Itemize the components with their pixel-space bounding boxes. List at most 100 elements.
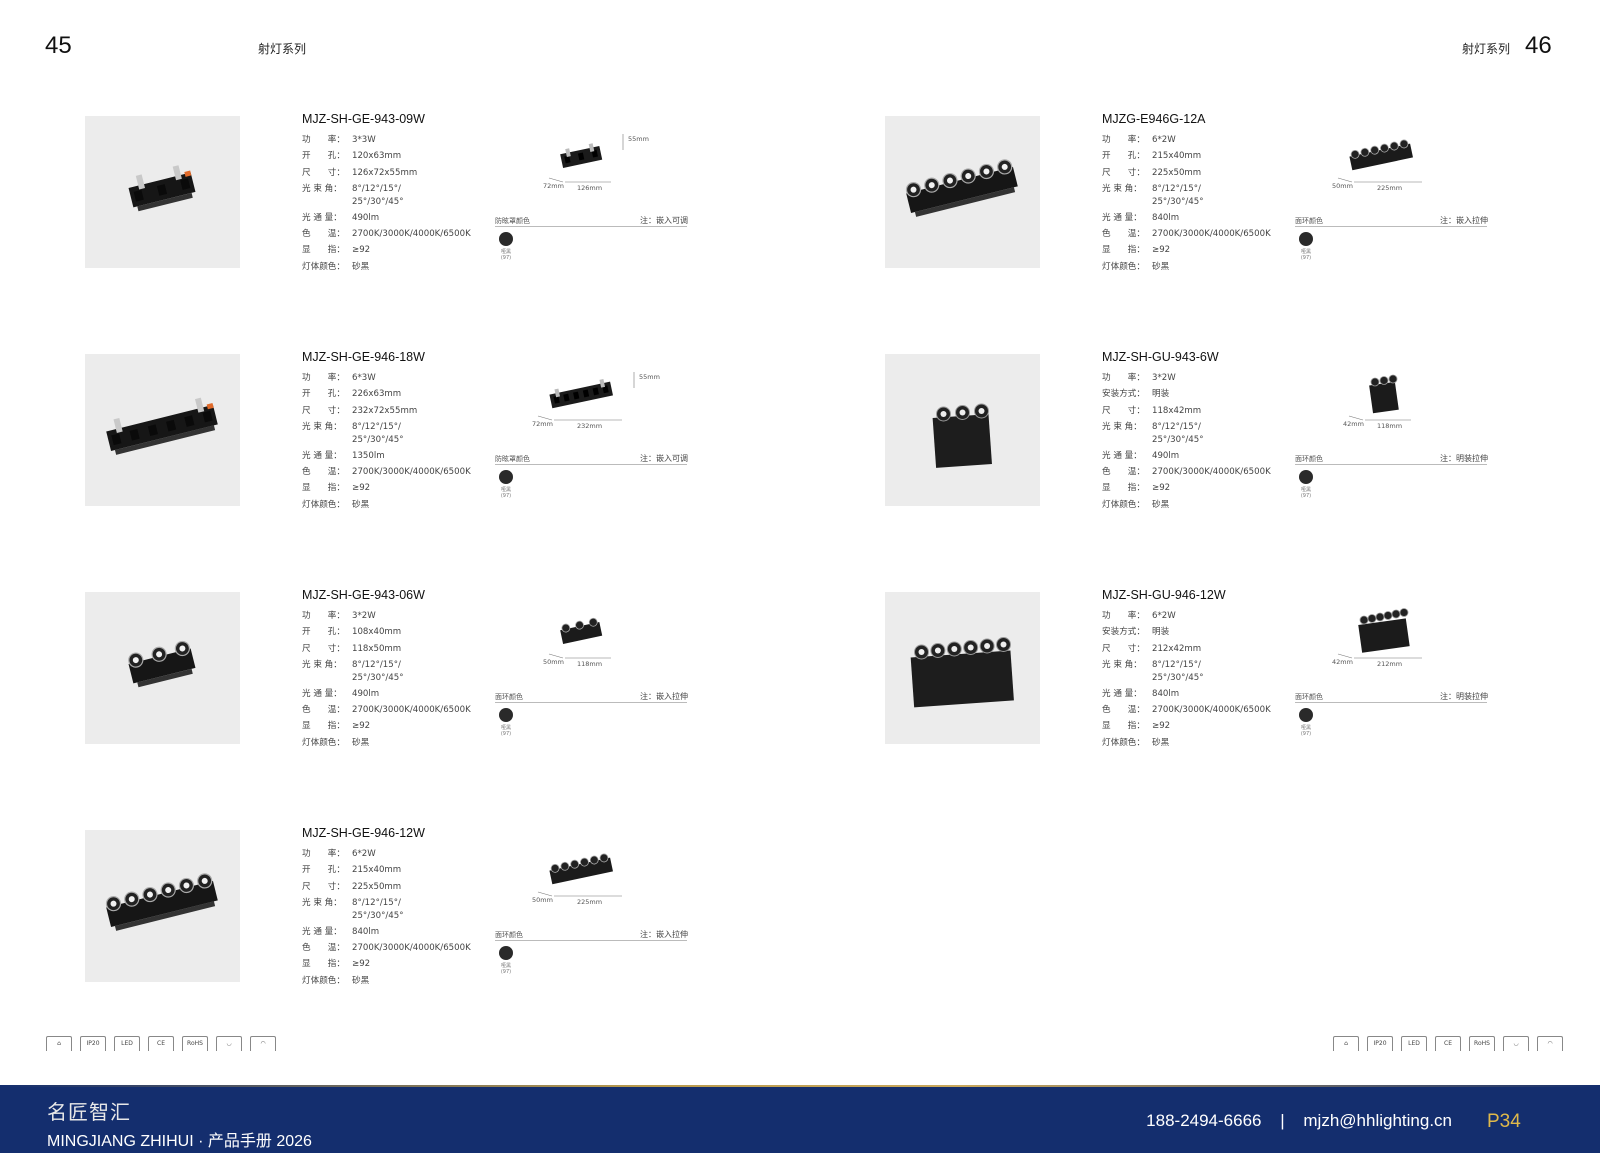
spec-label: 色 温： <box>1102 467 1145 478</box>
spec-list: 功 率： 3*2W 安装方式： 明装 尺 寸： 118x42mm 光 束 角： … <box>1102 370 1302 513</box>
spec-row: 光 束 角： 8°/12°/15°/ 25°/30°/45° <box>1102 657 1302 686</box>
spec-label: 显 指： <box>302 483 345 494</box>
spec-value: ≥92 <box>1152 245 1171 256</box>
spec-value: 118x50mm <box>352 643 402 654</box>
spec-row: 光 通 量： 840lm <box>1102 686 1302 702</box>
spec-label: 功 率： <box>302 373 345 383</box>
fixture-outline-icon <box>1369 381 1399 414</box>
spec-label: 色 温： <box>1102 705 1145 716</box>
spec-row: 开 孔： 108x40mm <box>302 624 502 640</box>
led-icon: LED <box>1401 1036 1427 1051</box>
spec-row: 显 指： ≥92 <box>302 956 502 972</box>
spec-row: 光 通 量： 490lm <box>1102 448 1302 464</box>
spec-value: 砂黑 <box>1152 737 1170 748</box>
spec-label: 灯体颜色： <box>302 261 345 272</box>
product-card: MJZ-SH-GU-943-6W 功 率： 3*2W 安装方式： 明装 尺 寸：… <box>885 350 1585 534</box>
spec-value: 490lm <box>352 212 380 223</box>
spec-value: 8°/12°/15°/ 25°/30°/45° <box>352 183 404 207</box>
brand-name-cn: 名匠智汇 <box>47 1100 131 1124</box>
product-model: MJZ-SH-GU-946-12W <box>1102 588 1226 602</box>
spec-value: 8°/12°/15°/ 25°/30°/45° <box>1152 421 1204 445</box>
footer-bar <box>0 1087 1600 1153</box>
footer-accent-line <box>0 1085 1600 1087</box>
spec-list: 功 率： 6*2W 开 孔： 215x40mm 尺 寸： 225x50mm 光 … <box>302 846 502 989</box>
spec-row: 光 通 量： 490lm <box>302 686 502 702</box>
contact-info: 188-2494-6666 | mjzh@hhlighting.cn <box>1146 1111 1452 1131</box>
dim-depth-label: 42mm <box>1332 658 1353 666</box>
spec-label: 尺 寸： <box>1102 405 1145 416</box>
spec-row: 光 通 量： 1350lm <box>302 448 502 464</box>
spec-list: 功 率： 6*2W 安装方式： 明装 尺 寸： 212x42mm 光 束 角： … <box>1102 608 1302 751</box>
product-model: MJZG-E946G-12A <box>1102 112 1206 126</box>
spec-row: 灯体颜色： 砂黑 <box>1102 497 1302 513</box>
spec-label: 光 束 角： <box>1102 659 1142 670</box>
spec-value: 6*2W <box>1152 611 1176 621</box>
spec-value: 120x63mm <box>352 151 402 162</box>
spec-row: 光 束 角： 8°/12°/15°/ 25°/30°/45° <box>302 657 502 686</box>
spec-row: 功 率： 3*2W <box>302 608 502 624</box>
spec-value: 2700K/3000K/4000K/6500K <box>1152 467 1271 478</box>
phone-number: 188-2494-6666 <box>1146 1111 1262 1130</box>
spec-row: 显 指： ≥92 <box>1102 242 1302 258</box>
spec-label: 色 温： <box>1102 229 1145 240</box>
spec-value: 118x42mm <box>1152 405 1202 416</box>
color-swatch <box>1299 708 1313 722</box>
spec-label: 光 通 量： <box>1102 212 1142 223</box>
spec-row: 尺 寸： 225x50mm <box>1102 165 1302 181</box>
spec-list: 功 率： 6*2W 开 孔： 215x40mm 尺 寸： 225x50mm 光 … <box>1102 132 1302 275</box>
right-series-title: 射灯系列 <box>1462 42 1511 56</box>
spec-value: 108x40mm <box>352 627 402 638</box>
install-note: 注：嵌入可调 <box>640 216 688 225</box>
spec-row: 色 温： 2700K/3000K/4000K/6500K <box>302 702 502 718</box>
spec-label: 功 率： <box>302 849 345 859</box>
right-page-number: 46 <box>1525 32 1552 59</box>
left-series-title: 射灯系列 <box>258 42 307 56</box>
product-photo <box>85 354 240 506</box>
spec-value: 8°/12°/15°/ 25°/30°/45° <box>1152 659 1204 683</box>
spec-row: 色 温： 2700K/3000K/4000K/6500K <box>1102 702 1302 718</box>
dimmer-icon: ◠ <box>1537 1036 1563 1051</box>
spec-row: 灯体颜色： 砂黑 <box>302 735 502 751</box>
swatch-label: 哑黑 (97) <box>1300 725 1312 737</box>
dim-length-label: 225mm <box>577 898 602 906</box>
spec-row: 光 束 角： 8°/12°/15°/ 25°/30°/45° <box>302 419 502 448</box>
spec-row: 灯体颜色： 砂黑 <box>302 259 502 275</box>
brand-name-en: MINGJIANG ZHIHUI · 产品手册 2026 <box>47 1133 312 1150</box>
spec-row: 功 率： 3*3W <box>302 132 502 148</box>
swatch-label: 哑黑 (97) <box>500 725 512 737</box>
spec-label: 光 束 角： <box>1102 421 1142 432</box>
color-swatch <box>499 708 513 722</box>
spec-label: 功 率： <box>302 611 345 621</box>
color-swatch <box>499 946 513 960</box>
product-photo <box>885 354 1040 506</box>
spec-value: 8°/12°/15°/ 25°/30°/45° <box>1152 183 1204 207</box>
spec-row: 功 率： 6*3W <box>302 370 502 386</box>
spec-row: 显 指： ≥92 <box>302 718 502 734</box>
spec-label: 灯体颜色： <box>1102 261 1145 272</box>
product-model: MJZ-SH-GE-943-06W <box>302 588 425 602</box>
install-note: 注：嵌入可调 <box>640 454 688 463</box>
spec-row: 色 温： 2700K/3000K/4000K/6500K <box>1102 464 1302 480</box>
spec-value: ≥92 <box>352 245 371 256</box>
spec-value: 2700K/3000K/4000K/6500K <box>352 467 471 478</box>
spec-label: 光 束 角： <box>1102 183 1142 194</box>
dimmer-icon: ◠ <box>250 1036 276 1051</box>
spec-row: 尺 寸： 118x50mm <box>302 641 502 657</box>
product-card: MJZ-SH-GE-943-09W 功 率： 3*3W 开 孔： 120x63m… <box>85 112 785 296</box>
spec-row: 功 率： 6*2W <box>302 846 502 862</box>
spec-row: 开 孔： 215x40mm <box>1102 148 1302 164</box>
spec-label: 光 通 量： <box>302 926 342 937</box>
color-title: 面环颜色 <box>1295 217 1323 225</box>
spec-value: 明装 <box>1152 627 1170 638</box>
dim-length-label: 232mm <box>577 422 602 430</box>
color-swatch <box>1299 232 1313 246</box>
swatch-label: 哑黑 (97) <box>500 249 512 261</box>
divider <box>1295 702 1487 703</box>
spec-label: 灯体颜色： <box>302 975 345 986</box>
spec-label: 功 率： <box>1102 611 1145 621</box>
spec-row: 色 温： 2700K/3000K/4000K/6500K <box>302 464 502 480</box>
